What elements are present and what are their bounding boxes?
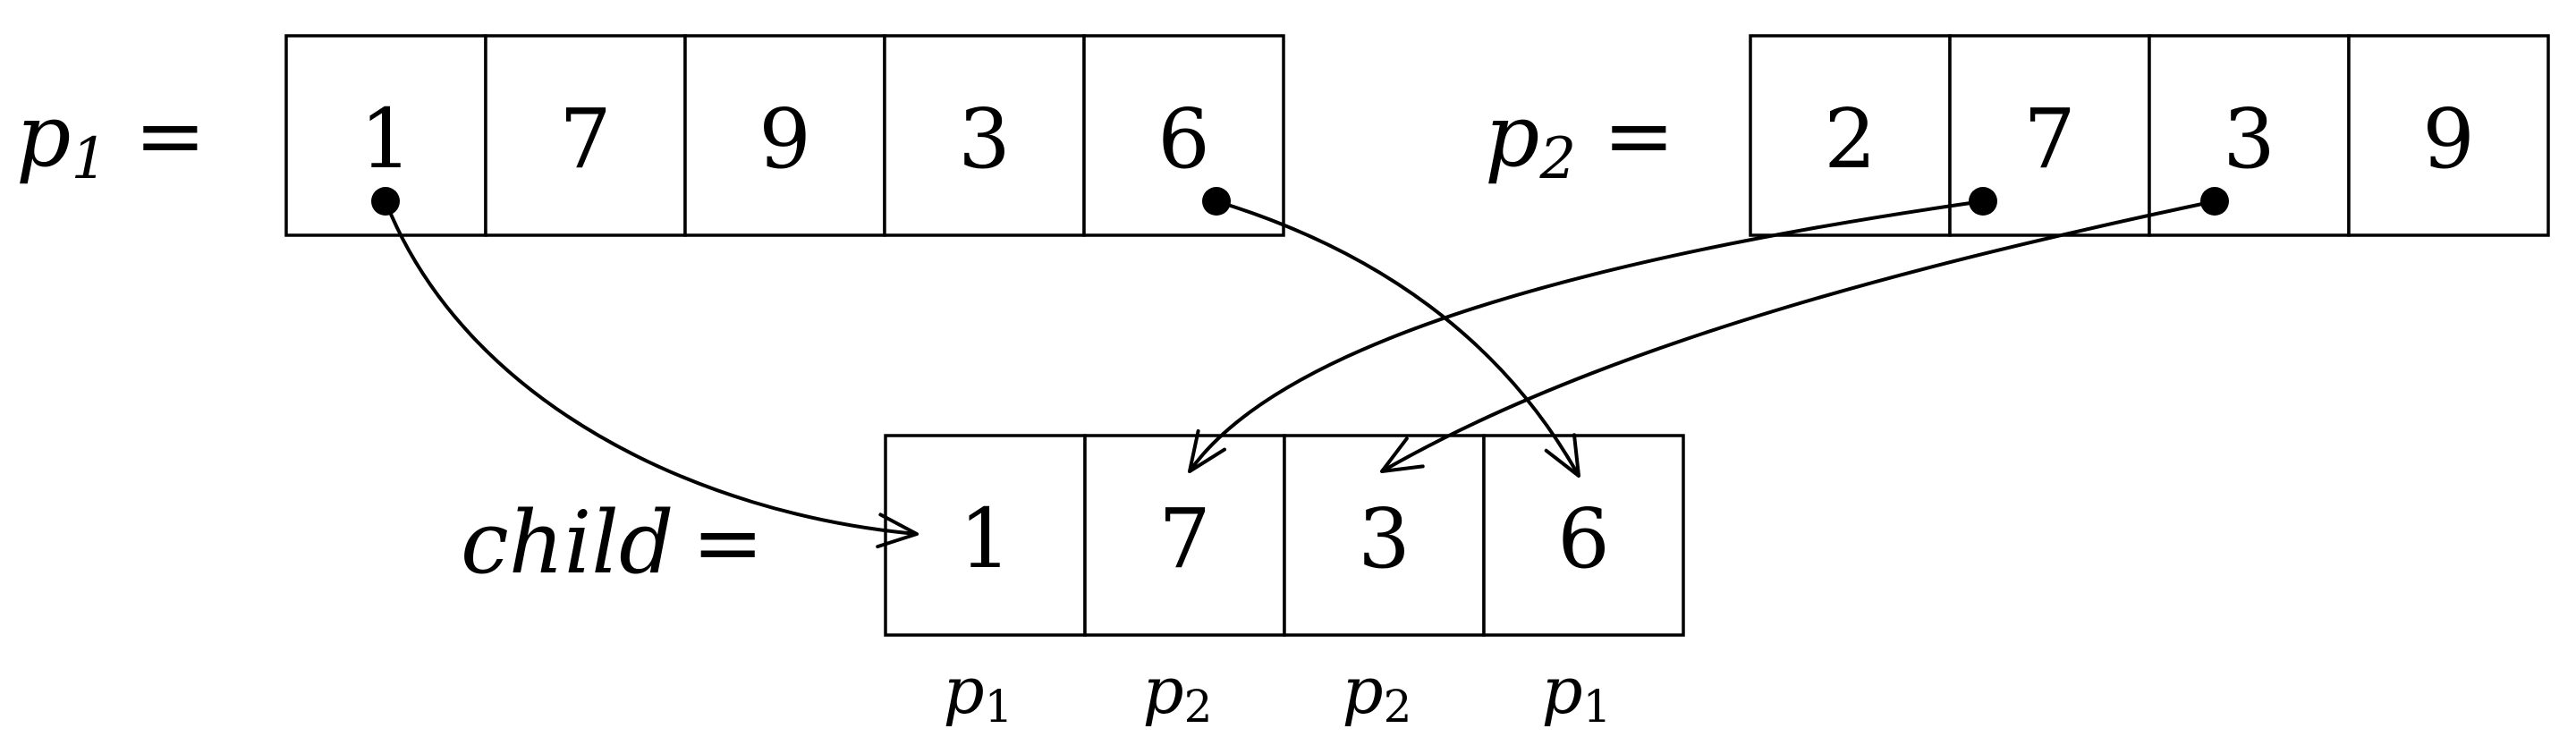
- arrow-curve: [384, 200, 918, 536]
- child-source-label: p2: [1143, 653, 1213, 733]
- child-source-base: p: [944, 653, 985, 728]
- source-dot: [2200, 187, 2229, 216]
- parent2-cell-value: 2: [1824, 91, 1877, 187]
- parent2-cell-value: 7: [2023, 91, 2076, 187]
- child-cell-value: 1: [959, 491, 1012, 587]
- arrow-curve: [1188, 199, 1984, 473]
- mapping-arrows: [371, 187, 2229, 549]
- parent2-cell: 9: [2347, 34, 2550, 237]
- parent2-cell-box: [1749, 34, 1952, 237]
- parent1-label-sub: 1: [71, 126, 107, 192]
- arrow-head: [1544, 433, 1580, 478]
- parent1-cell-value: 3: [958, 91, 1011, 187]
- child-cell-value: 7: [1158, 491, 1211, 587]
- parent1-cell-box: [1082, 34, 1285, 237]
- arrow-curve: [1381, 199, 2216, 473]
- child-source-sub: 2: [1184, 681, 1213, 733]
- child-label-base: child: [461, 493, 674, 593]
- parent1-label-base: p: [16, 86, 71, 186]
- source-dot: [1969, 187, 1997, 216]
- parent1-cell: 6: [1082, 34, 1285, 237]
- parent1-label-eq: =: [134, 86, 206, 186]
- parent2-cell: 3: [2148, 34, 2351, 237]
- child-cell: 6: [1482, 434, 1685, 637]
- source-dot: [1202, 187, 1231, 216]
- child-cell-value: 3: [1358, 491, 1411, 587]
- child-label: child=: [461, 493, 764, 593]
- parent1-cell-value: 7: [559, 91, 612, 187]
- arrow-curve: [1216, 199, 1580, 477]
- parent2-label-base: p: [1485, 86, 1539, 186]
- parent2-label: p2 =: [1485, 86, 1675, 192]
- child-source-base: p: [1143, 653, 1184, 728]
- parent2-label-sub: 2: [1538, 126, 1576, 192]
- parent1-cell: 9: [683, 34, 886, 237]
- child-source-label: p1: [1542, 653, 1612, 733]
- parent2-cell-box: [2148, 34, 2351, 237]
- parent2-cell: 2: [1749, 34, 1952, 237]
- child-source-base: p: [1343, 653, 1384, 728]
- parent1-cell-box: [883, 34, 1086, 237]
- parent1-cell-value: 6: [1157, 91, 1210, 187]
- child-cell-box: [1482, 434, 1685, 637]
- child-source-sub: 1: [1583, 681, 1612, 733]
- parent1-cell-value: 9: [758, 91, 811, 187]
- parent1-label: p1 =: [16, 86, 207, 192]
- parent1-array: 1 7 9 3 6: [284, 34, 1285, 237]
- child-cell: 1: [884, 434, 1087, 637]
- parent1-cell: 3: [883, 34, 1086, 237]
- parent2-cell-box: [2347, 34, 2550, 237]
- child-cell-box: [1083, 434, 1286, 637]
- child-source-sub: 2: [1384, 681, 1412, 733]
- child-cell-box: [884, 434, 1087, 637]
- parent1-cell-box: [683, 34, 886, 237]
- mapping-arrow: [1202, 187, 1580, 478]
- parent2-array: 2 7 3 9: [1749, 34, 2550, 237]
- parent2-label-eq: =: [1603, 86, 1674, 186]
- parent2-cell-value: 3: [2223, 91, 2275, 187]
- mapping-arrow: [371, 187, 919, 549]
- child-source-base: p: [1542, 653, 1583, 728]
- child-source-label: p1: [944, 653, 1013, 733]
- child-cell: 7: [1083, 434, 1286, 637]
- arrow-head: [876, 513, 919, 549]
- parent1-cell-box: [484, 34, 687, 237]
- source-dot: [371, 187, 400, 216]
- arrow-head: [1188, 429, 1226, 473]
- child-cell-value: 6: [1557, 491, 1610, 587]
- parent2-cell-value: 9: [2422, 91, 2475, 187]
- mapping-arrow: [1380, 187, 2229, 473]
- arrow-head: [1380, 436, 1425, 473]
- child-source-sub: 1: [985, 681, 1013, 733]
- child-label-eq: =: [691, 493, 763, 593]
- mapping-arrow: [1188, 187, 1997, 473]
- parent1-cell: 7: [484, 34, 687, 237]
- parent1-cell-value: 1: [360, 91, 412, 187]
- child-source-label: p2: [1343, 653, 1412, 733]
